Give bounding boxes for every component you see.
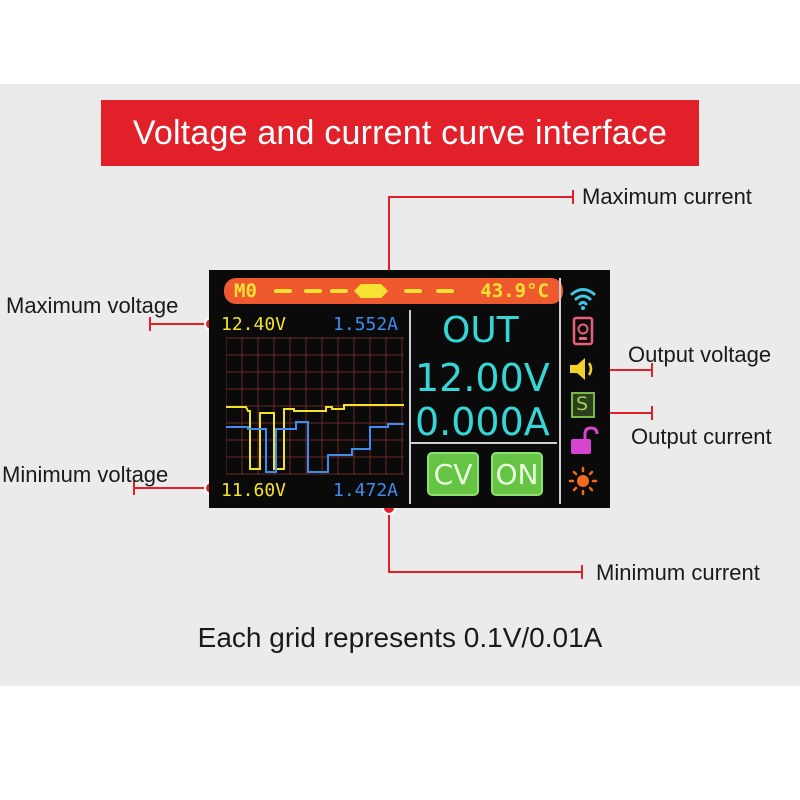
min-current-readout: 1.472A <box>333 480 399 501</box>
footnote: Each grid represents 0.1V/0.01A <box>197 622 603 653</box>
status-dash <box>304 289 322 293</box>
leader-min-current <box>388 508 582 573</box>
s-badge-label: S <box>576 393 589 415</box>
status-dash <box>330 289 348 293</box>
status-indicator <box>354 284 388 298</box>
output-voltage-readout: 12.00V <box>415 356 550 400</box>
device-icon[interactable] <box>567 316 599 346</box>
leader-max-current <box>388 196 573 296</box>
callout-max-voltage: Maximum voltage <box>6 293 179 318</box>
cv-mode-button[interactable]: CV <box>427 452 479 496</box>
divider-sidebar <box>559 278 561 504</box>
wifi-icon[interactable] <box>567 282 599 312</box>
callout-min-current: Minimum current <box>596 560 760 585</box>
status-dash <box>404 289 422 293</box>
curve-graph <box>226 337 404 475</box>
brightness-icon[interactable] <box>567 466 599 496</box>
current-trace <box>226 421 404 473</box>
divider-vertical <box>409 310 411 504</box>
title-banner: Voltage and current curve interface <box>101 100 699 166</box>
callout-min-voltage: Minimum voltage <box>2 462 169 487</box>
callout-max-current: Maximum current <box>582 184 752 209</box>
output-current-readout: 0.000A <box>415 400 550 444</box>
max-current-readout: 1.552A <box>333 314 399 335</box>
speaker-icon[interactable] <box>567 354 599 384</box>
status-dash <box>274 289 292 293</box>
max-voltage-readout: 12.40V <box>221 314 287 335</box>
status-temperature: 43.9°C <box>480 280 549 302</box>
unlock-icon[interactable] <box>567 426 599 456</box>
device-screen: M0 43.9°C 12.40V 1.552A 11.60V 1.472A <box>209 270 610 508</box>
min-voltage-readout: 11.60V <box>221 480 287 501</box>
s-badge-icon[interactable]: S <box>567 390 599 420</box>
status-mode: M0 <box>234 280 257 302</box>
divider-horizontal <box>411 442 557 444</box>
output-label: OUT <box>442 310 519 351</box>
output-on-button[interactable]: ON <box>491 452 543 496</box>
callout-output-voltage: Output voltage <box>628 342 772 367</box>
callout-output-current: Output current <box>631 424 772 449</box>
voltage-trace <box>226 404 404 470</box>
status-bar: M0 43.9°C <box>224 278 563 304</box>
status-dash <box>436 289 454 293</box>
